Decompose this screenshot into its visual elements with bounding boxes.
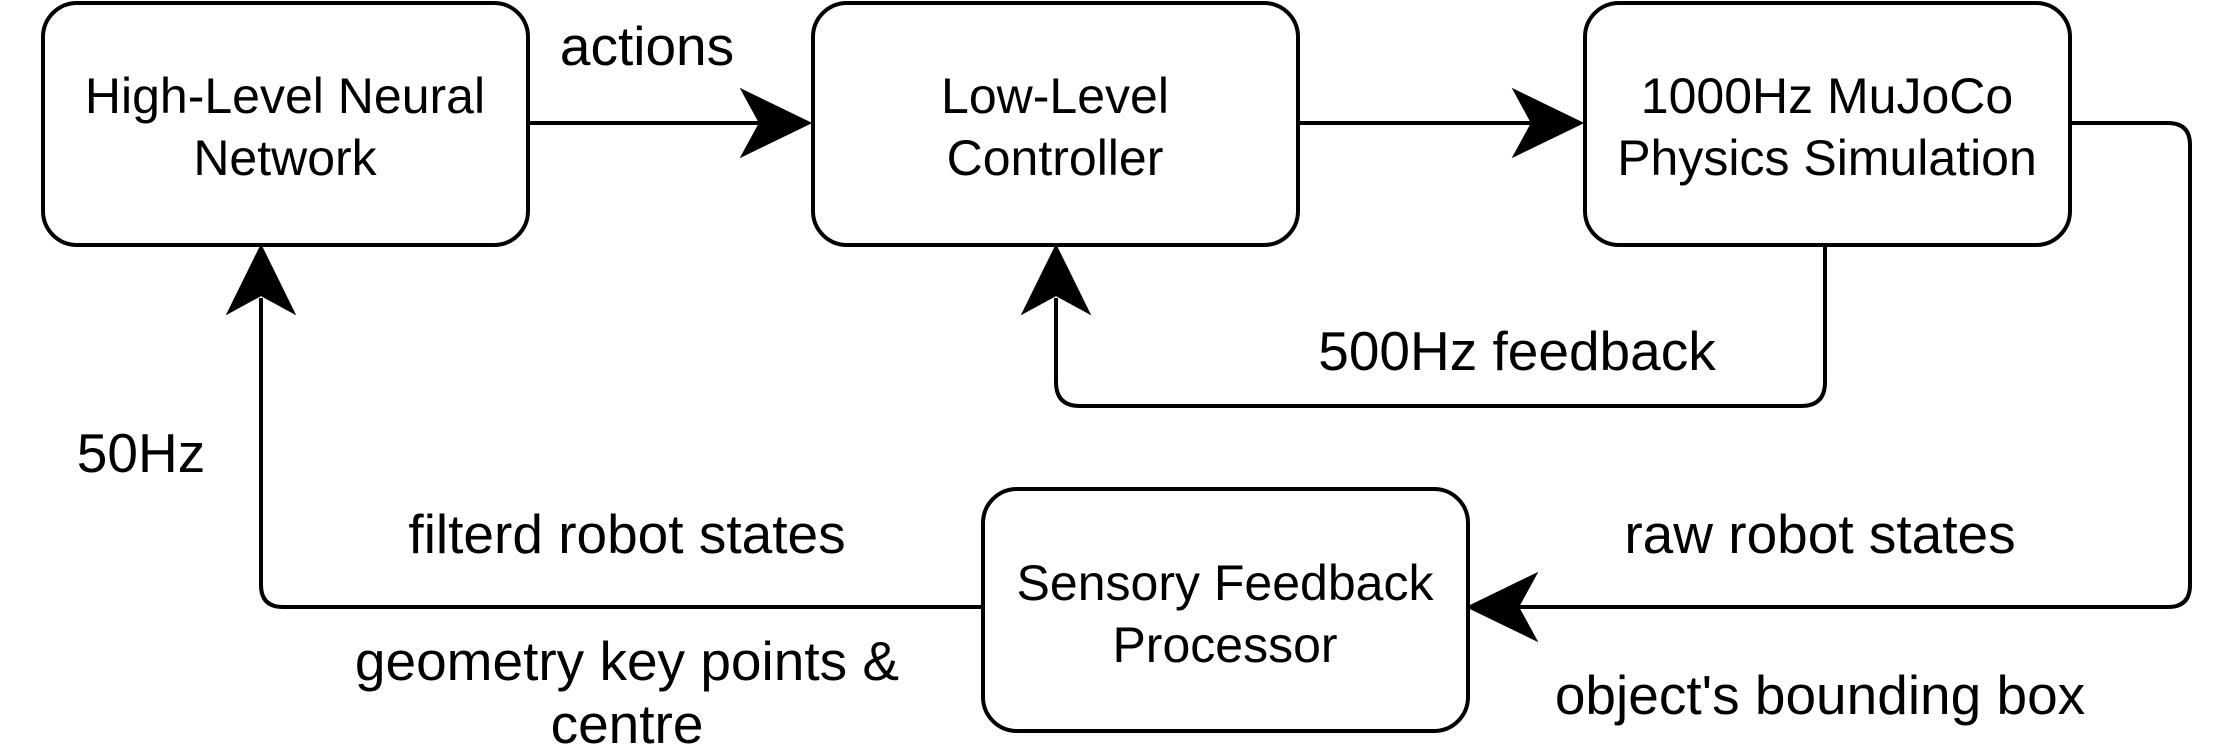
- arrowhead-feedback-to-low-level: [1020, 243, 1092, 316]
- low-level-controller-node: Low-Level Controller: [811, 1, 1300, 247]
- arrowhead-to-high-level: [225, 243, 297, 316]
- high-level-label-line2: Network: [193, 130, 377, 186]
- physics-label-line2: Physics Simulation: [1617, 130, 2037, 186]
- sensory-feedback-processor-box: [981, 487, 1470, 733]
- label-500hz-feedback: 500Hz feedback: [1318, 320, 1716, 382]
- sensory-label-line1: Sensory Feedback: [1017, 555, 1435, 611]
- label-geometry-line2: centre: [551, 693, 704, 755]
- high-level-label-line1: High-Level Neural: [85, 68, 485, 124]
- sensory-label-line2: Processor: [1112, 617, 1337, 673]
- edge-filtered-robot-states: [259, 298, 983, 609]
- arrowhead-to-low-level: [739, 87, 813, 159]
- physics-simulation-box: [1583, 1, 2072, 247]
- low-level-label-line2: Controller: [947, 130, 1164, 186]
- physics-simulation-node: 1000Hz MuJoCo Physics Simulation: [1583, 1, 2072, 247]
- label-filtered-robot-states: filterd robot states: [408, 503, 845, 565]
- label-raw-robot-states: raw robot states: [1624, 503, 2015, 565]
- sensory-feedback-processor-node: Sensory Feedback Processor: [981, 487, 1470, 733]
- label-bounding-box: object's bounding box: [1555, 664, 2085, 726]
- high-level-neural-network-box: [41, 1, 530, 247]
- edge-raw-robot-states: [1518, 121, 2192, 609]
- high-level-neural-network-node: High-Level Neural Network: [41, 1, 530, 247]
- label-geometry-line1: geometry key points &: [355, 630, 899, 692]
- low-level-label-line1: Low-Level: [941, 68, 1169, 124]
- label-actions: actions: [560, 15, 734, 77]
- edge-500hz-feedback: [1054, 246, 1827, 408]
- arrowhead-to-physics: [1511, 87, 1585, 159]
- physics-label-line1: 1000Hz MuJoCo: [1641, 68, 2013, 124]
- edges: [225, 87, 2192, 643]
- label-50hz: 50Hz: [77, 422, 205, 484]
- low-level-controller-box: [811, 1, 1300, 247]
- arrowhead-to-sensory: [1465, 571, 1539, 643]
- edge-labels: actions 500Hz feedback 50Hz filterd robo…: [77, 15, 2085, 755]
